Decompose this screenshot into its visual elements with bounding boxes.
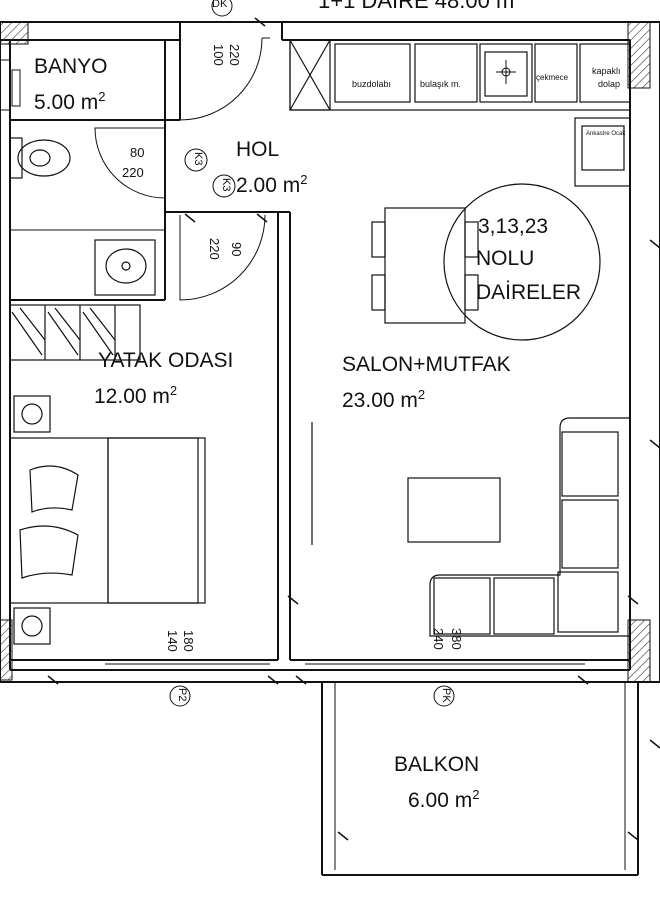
column-top-right (627, 21, 651, 89)
column-bottom-left (0, 619, 13, 681)
callout-line-1: 3,13,23 (478, 215, 549, 238)
callout-line-3: DAİRELER (476, 281, 582, 304)
room-name-balkon: BALKON (394, 753, 480, 776)
room-name-banyo: BANYO (34, 55, 108, 78)
kitchen-dishwasher-label: bulaşık m. (420, 79, 462, 89)
door-tag-pk: PK (440, 688, 452, 703)
sofa (311, 417, 631, 637)
dim-bed-door-a: 220 (207, 238, 222, 260)
dim-salon-win-a: 380 (449, 628, 464, 650)
bed (9, 395, 206, 645)
door-tag-circles (169, 0, 455, 707)
bathroom-sink (94, 239, 156, 296)
tick-marks (47, 17, 660, 841)
dim-salon-win-b: 240 (431, 628, 446, 650)
kitchen-cabinet-label-1: kapaklı (592, 66, 621, 76)
left-window (0, 59, 21, 111)
door-tag-k3-a: K3 (192, 152, 204, 166)
dim-hol-bottom: 220 (122, 165, 144, 180)
room-name-yatak-odasi: YATAK ODASI (98, 349, 234, 372)
sink-tap (496, 60, 516, 84)
dim-bed-door-b: 90 (229, 242, 244, 257)
column-bottom-right (627, 619, 651, 683)
dim-entry-bottom: 100 (211, 44, 226, 66)
door-tag-k3-b: K3 (220, 178, 232, 192)
dim-bed-win-a: 180 (181, 630, 196, 652)
dim-bed-win-b: 140 (165, 630, 180, 652)
kitchen-cabinet-label-2: dolap (598, 79, 621, 89)
kitchen-stove-label: Ankastre Ocak (586, 131, 626, 137)
wardrobe (9, 304, 141, 361)
column-top-left (0, 21, 29, 45)
dining-set (371, 183, 601, 341)
kitchen-counter (289, 39, 631, 187)
door-tag-dk: DK (212, 0, 228, 10)
kitchen-drawers-label: çekmece (536, 73, 569, 82)
room-area-hol: 2.00 m2 (236, 172, 308, 197)
wc (9, 137, 71, 179)
room-area-banyo: 5.00 m2 (34, 89, 106, 114)
plan-title: 1+1 DAİRE 48.00 m (318, 0, 515, 13)
balcony (321, 682, 639, 876)
room-area-salon-mutfak: 23.00 m2 (342, 387, 426, 412)
kitchen-fridge-label: buzdolabı (352, 79, 392, 89)
room-name-hol: HOL (236, 138, 280, 161)
room-area-balkon: 6.00 m2 (408, 787, 480, 812)
door-tag-p: P2 (176, 688, 188, 702)
room-name-salon-mutfak: SALON+MUTFAK (342, 353, 511, 376)
dim-hol-top: 80 (130, 145, 145, 160)
door-arcs (94, 37, 270, 301)
callout-line-2: NOLU (476, 247, 535, 270)
dim-entry-top: 220 (227, 44, 242, 66)
room-area-yatak-odasi: 12.00 m2 (94, 383, 178, 408)
